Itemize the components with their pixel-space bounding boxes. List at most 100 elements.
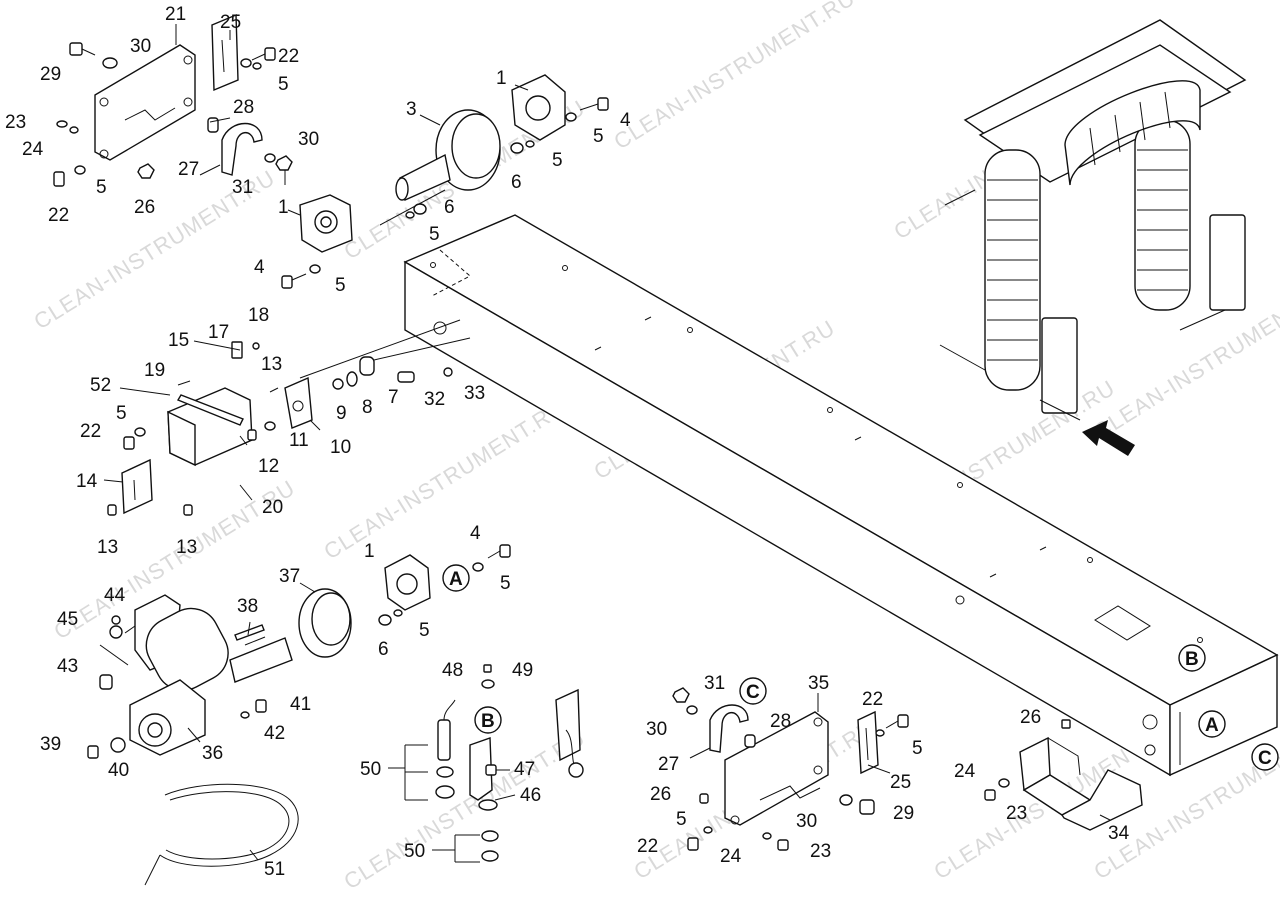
callout-46: 46: [520, 785, 541, 806]
washer-icon: [472, 562, 484, 572]
callout-50: 50: [360, 759, 381, 780]
screw-icon: [255, 699, 267, 713]
watermark-text: CLEAN-INSTRUMENT.RU: [319, 395, 569, 564]
callout-39: 39: [40, 734, 61, 755]
callout-14: 14: [76, 471, 98, 492]
washer-icon: [998, 778, 1010, 788]
callout-48: 48: [442, 660, 463, 681]
marker-circle: [739, 677, 767, 705]
callout-29: 29: [40, 64, 61, 85]
callout-5: 5: [500, 573, 511, 594]
spacer-icon: [744, 734, 756, 748]
callout-28: 28: [770, 711, 791, 732]
washer-icon: [102, 57, 118, 69]
callout-35: 35: [808, 673, 829, 694]
callout-3: 3: [406, 99, 417, 120]
screw-icon: [53, 171, 65, 187]
spacer-icon: [207, 117, 219, 133]
oring-icon: [109, 625, 123, 639]
washer-icon: [565, 112, 577, 122]
callout-36: 36: [202, 743, 223, 764]
callout-6: 6: [444, 197, 455, 218]
screw-icon: [107, 504, 117, 516]
reference-marker-b: B: [481, 711, 495, 732]
machine-overview-thumbnail: [939, 19, 1247, 456]
callout-11: 11: [289, 430, 309, 451]
callout-12: 12: [258, 456, 279, 477]
callout-5: 5: [419, 620, 430, 641]
screw-icon: [87, 745, 99, 759]
screw-icon: [123, 436, 135, 450]
callout-5: 5: [912, 738, 923, 759]
washer-icon: [264, 421, 276, 431]
callout-21: 21: [165, 4, 186, 25]
callout-38: 38: [237, 596, 258, 617]
callout-47: 47: [514, 759, 535, 780]
upper-shaft-assembly: [281, 74, 609, 289]
callout-28: 28: [233, 97, 254, 118]
nut-icon: [672, 687, 690, 703]
washer-icon: [240, 58, 252, 68]
callout-22: 22: [862, 689, 883, 710]
callout-5: 5: [335, 275, 346, 296]
callout-7: 7: [388, 387, 399, 408]
screw-icon: [487, 544, 511, 559]
washer-icon: [240, 711, 250, 719]
washer-icon: [686, 705, 698, 715]
washer-icon: [74, 165, 86, 175]
brush-rolls-left: [987, 179, 1038, 361]
screw-icon: [885, 714, 909, 729]
callout-37: 37: [279, 566, 300, 587]
callout-24: 24: [22, 139, 44, 160]
reference-marker-a: A: [1205, 715, 1219, 736]
callout-50: 50: [404, 841, 425, 862]
screw-icon: [69, 42, 96, 56]
callout-40: 40: [108, 760, 129, 781]
callout-26: 26: [1020, 707, 1041, 728]
nut-icon: [510, 142, 524, 154]
washer-icon: [405, 211, 415, 219]
callout-13: 13: [97, 537, 118, 558]
callout-30: 30: [796, 811, 817, 832]
nut-icon: [275, 155, 293, 171]
nut-icon: [137, 163, 155, 179]
callout-44: 44: [104, 585, 126, 606]
nut-icon: [413, 203, 427, 215]
screw-icon: [579, 97, 609, 111]
marker-circle: [442, 564, 470, 592]
sensor-cover-group: [107, 319, 471, 516]
screw-icon: [251, 47, 276, 61]
pointer-arrow-icon: [1082, 420, 1135, 456]
callout-33: 33: [464, 383, 485, 404]
oring-icon: [111, 615, 121, 625]
callout-27: 27: [658, 754, 679, 775]
callout-31: 31: [704, 673, 725, 694]
callout-5: 5: [593, 126, 604, 147]
washer-icon: [525, 140, 535, 148]
callout-41: 41: [290, 694, 311, 715]
screw-icon: [281, 273, 307, 289]
callout-5: 5: [429, 224, 440, 245]
callout-18: 18: [248, 305, 269, 326]
reference-marker-a: A: [449, 569, 463, 590]
callout-17: 17: [208, 322, 229, 343]
breather-plug-icon: [99, 674, 113, 690]
cable-51: [144, 783, 299, 886]
reference-marker-b: B: [1185, 649, 1199, 670]
callout-22: 22: [637, 836, 658, 857]
callout-32: 32: [424, 389, 445, 410]
reference-marker-c: C: [746, 682, 760, 703]
marker-circle: [1178, 644, 1206, 672]
callout-5: 5: [676, 809, 687, 830]
callout-5: 5: [278, 74, 289, 95]
washer-icon: [110, 737, 126, 753]
callout-5: 5: [116, 403, 127, 424]
screw-icon: [859, 799, 875, 815]
callout-30: 30: [298, 129, 319, 150]
callout-51: 51: [264, 859, 285, 880]
callout-4: 4: [254, 257, 265, 278]
lower-right-bracket-assembly: [672, 687, 909, 851]
callout-5: 5: [96, 177, 107, 198]
watermark-text: CLEAN-INSTRUMENT.RU: [609, 0, 859, 154]
callout-30: 30: [130, 36, 151, 57]
